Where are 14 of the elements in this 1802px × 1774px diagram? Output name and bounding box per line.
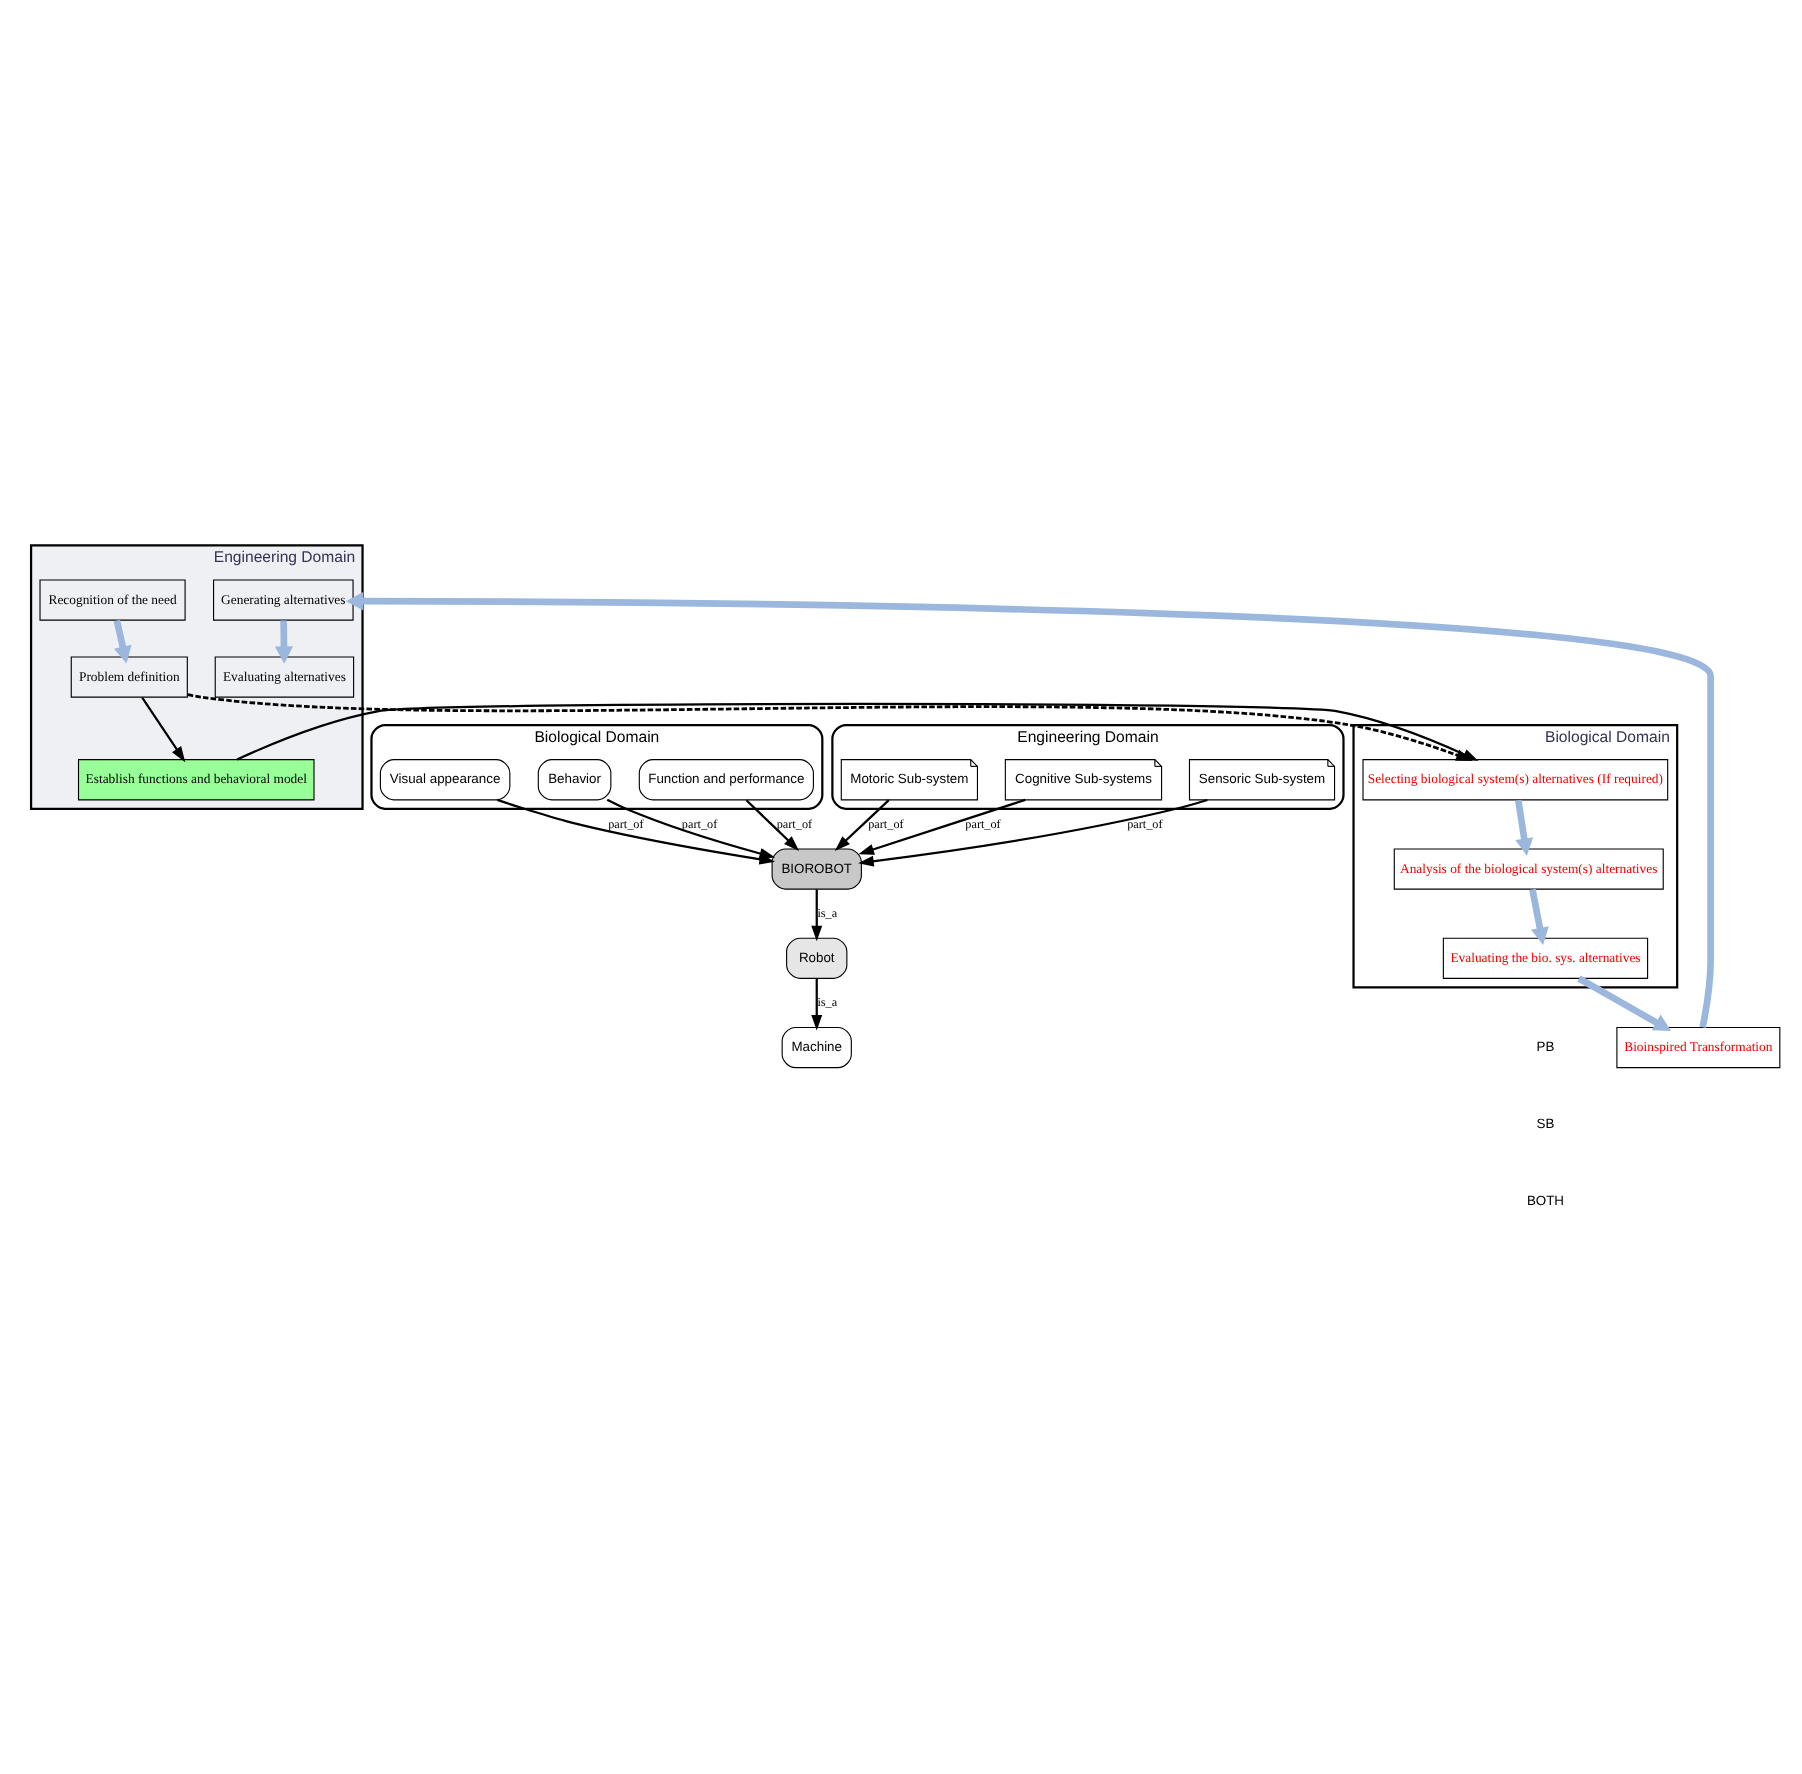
arrow — [745, 798, 800, 850]
arrow — [1577, 974, 1672, 1030]
arrow — [141, 695, 186, 762]
arrow — [811, 977, 823, 1030]
arrow — [858, 797, 1026, 854]
arrow — [274, 619, 294, 663]
arrow — [606, 797, 776, 858]
arrow — [811, 888, 823, 941]
arrow — [1529, 887, 1549, 944]
arrow — [345, 591, 1714, 1027]
arrow — [834, 798, 890, 850]
arrow — [1515, 798, 1534, 855]
arrow — [858, 797, 1208, 866]
arrow — [113, 618, 132, 663]
